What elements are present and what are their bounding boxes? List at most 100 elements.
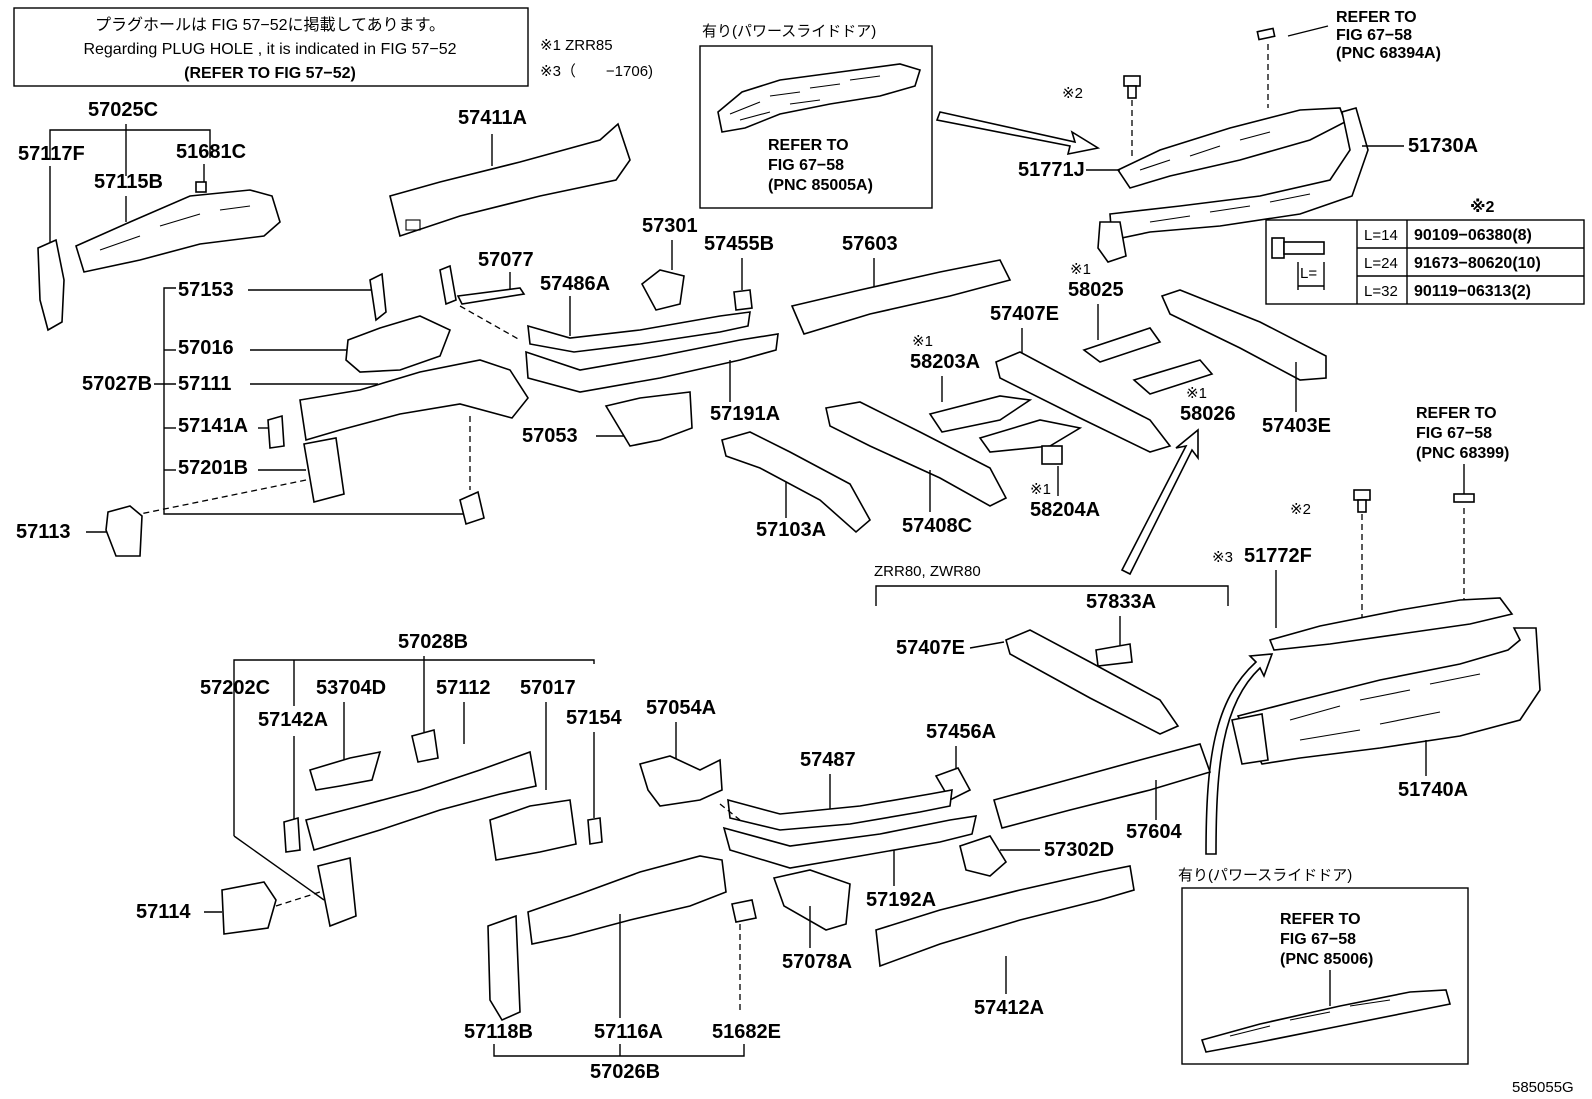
part-57486A-shape xyxy=(527,311,751,353)
part-57302D-shape xyxy=(959,835,1008,877)
part-51740A-shape xyxy=(1236,627,1541,765)
part-57103A-shape xyxy=(721,431,872,534)
label-58025: 58025 xyxy=(1068,279,1124,301)
part-57028B-shape xyxy=(411,728,439,763)
label-57017: 57017 xyxy=(520,677,576,699)
label-57604: 57604 xyxy=(1126,821,1182,843)
label-57486A: 57486A xyxy=(540,273,610,295)
label-58203A: 58203A xyxy=(910,351,980,373)
label-57016: 57016 xyxy=(178,337,234,359)
ref-box-bottom-title: 有り(パワースライドドア) xyxy=(1178,867,1352,884)
part-57407E-bottom-shape xyxy=(1005,629,1180,735)
label-58026: 58026 xyxy=(1180,403,1236,425)
part-57116A-shape xyxy=(527,855,727,945)
ref-top-right-refer: REFER TO xyxy=(1336,9,1417,26)
ref-box-title: 有り(パワースライドドア) xyxy=(702,23,876,40)
part-53704D-shape xyxy=(309,750,382,791)
label-57142A: 57142A xyxy=(258,709,328,731)
mark-1-d: ※1 xyxy=(1186,385,1207,402)
ref-bottom-pnc: (PNC 85006) xyxy=(1280,951,1373,968)
note-line-2: Regarding PLUG HOLE , it is indicated in… xyxy=(83,41,456,58)
bolt-icon xyxy=(1353,489,1371,513)
label-58204A: 58204A xyxy=(1030,499,1100,521)
part-57016-shape xyxy=(345,315,452,373)
bolt-pn-2: 91673−80620(10) xyxy=(1414,255,1541,272)
part-57604-shape xyxy=(993,743,1212,829)
part-57191A-shape xyxy=(525,333,779,393)
plug-hole-note: プラグホールは FIG 57−52に掲載してあります。 Regarding PL… xyxy=(13,7,529,87)
part-51730A-shape xyxy=(1097,107,1369,263)
label-57053: 57053 xyxy=(522,425,578,447)
part-57113-shape xyxy=(105,505,143,557)
label-57026B: 57026B xyxy=(590,1061,660,1083)
mark-1-b: ※1 xyxy=(1070,261,1091,278)
label-57302D: 57302D xyxy=(1044,839,1114,861)
part-57403E-shape xyxy=(1160,289,1327,381)
arrow-right-icon xyxy=(935,111,1101,156)
label-57028B: 57028B xyxy=(398,631,468,653)
part-57142A-shape xyxy=(283,816,301,853)
label-57411A: 57411A xyxy=(458,107,527,129)
bolt-len-1: L=14 xyxy=(1364,227,1398,244)
label-51772F: 51772F xyxy=(1244,545,1312,567)
bolt-len-3: L=32 xyxy=(1364,283,1398,300)
label-57054A: 57054A xyxy=(646,697,716,719)
part-57054A-shape xyxy=(638,755,723,807)
bolt-table-mark: ※2 xyxy=(1470,198,1495,216)
part-57301-shape xyxy=(640,269,685,311)
ref-bottom-refer: REFER TO xyxy=(1280,911,1361,928)
label-57077: 57077 xyxy=(478,249,534,271)
part-57487-shape xyxy=(727,789,953,831)
ref-refer: REFER TO xyxy=(768,137,849,154)
label-57403E: 57403E xyxy=(1262,415,1331,437)
part-57117F-shape xyxy=(37,238,65,332)
label-57301: 57301 xyxy=(642,215,698,237)
bolt-icon xyxy=(1123,75,1141,99)
label-57027B: 57027B xyxy=(82,373,152,395)
part-57111-shape xyxy=(299,359,529,442)
footnote-3: ※3（ −1706) xyxy=(540,63,653,80)
bolt-pn-3: 90119−06313(2) xyxy=(1414,283,1531,300)
label-57115B: 57115B xyxy=(94,171,163,193)
label-57407E-top: 57407E xyxy=(990,303,1059,325)
mark-1-a: ※1 xyxy=(912,333,933,350)
bolt-spec-table: ※2 L= L=14 90109−06380(8) L=24 91673−806… xyxy=(1265,198,1585,305)
curved-arrow-icon xyxy=(1205,653,1274,855)
ref-pnc: (PNC 85005A) xyxy=(768,177,873,194)
label-57114: 57114 xyxy=(136,901,191,923)
mark-2-top: ※2 xyxy=(1062,85,1083,102)
label-51740A: 51740A xyxy=(1398,779,1468,801)
label-57113: 57113 xyxy=(16,521,71,543)
label-57112: 57112 xyxy=(436,677,491,699)
label-57141A: 57141A xyxy=(178,415,248,437)
part-57411A-shape xyxy=(389,122,631,238)
bolt-dim-label: L= xyxy=(1300,265,1317,282)
ref-top-right-pnc: (PNC 68394A) xyxy=(1336,45,1441,62)
bolt-len-2: L=24 xyxy=(1364,255,1398,272)
part-57141A-shape xyxy=(267,414,285,449)
ref-box-power-slide-door-bottom: 有り(パワースライドドア) REFER TO FIG 67−58 (PNC 85… xyxy=(1178,867,1469,1065)
part-57118B-shape xyxy=(487,914,521,1022)
part-57153-shape xyxy=(369,272,387,322)
label-57154: 57154 xyxy=(566,707,622,729)
mark-2-mid: ※2 xyxy=(1290,501,1311,518)
label-53704D: 53704D xyxy=(316,677,386,699)
label-57408C: 57408C xyxy=(902,515,972,537)
arrow-up-right-icon xyxy=(1120,428,1199,576)
label-57412A: 57412A xyxy=(974,997,1044,1019)
note-line-3: (REFER TO FIG 57−52) xyxy=(184,65,356,82)
part-57408C-shape xyxy=(825,401,1008,507)
ref-bottom-fig: FIG 67−58 xyxy=(1280,931,1356,948)
part-57017-shape xyxy=(489,799,577,861)
label-51681C: 51681C xyxy=(176,141,246,163)
part-57115B-shape xyxy=(75,189,281,273)
ref-mid-right-refer: REFER TO xyxy=(1416,405,1497,422)
ref-box-power-slide-door-top: 有り(パワースライドドア) REFER TO FIG 67−58 (PNC 85… xyxy=(699,23,933,209)
footnote-1: ※1 ZRR85 xyxy=(540,37,613,54)
group-label: ZRR80, ZWR80 xyxy=(874,563,981,580)
label-57833A: 57833A xyxy=(1086,591,1156,613)
ref-top-right-fig: FIG 67−58 xyxy=(1336,27,1412,44)
mark-1-c: ※1 xyxy=(1030,481,1051,498)
